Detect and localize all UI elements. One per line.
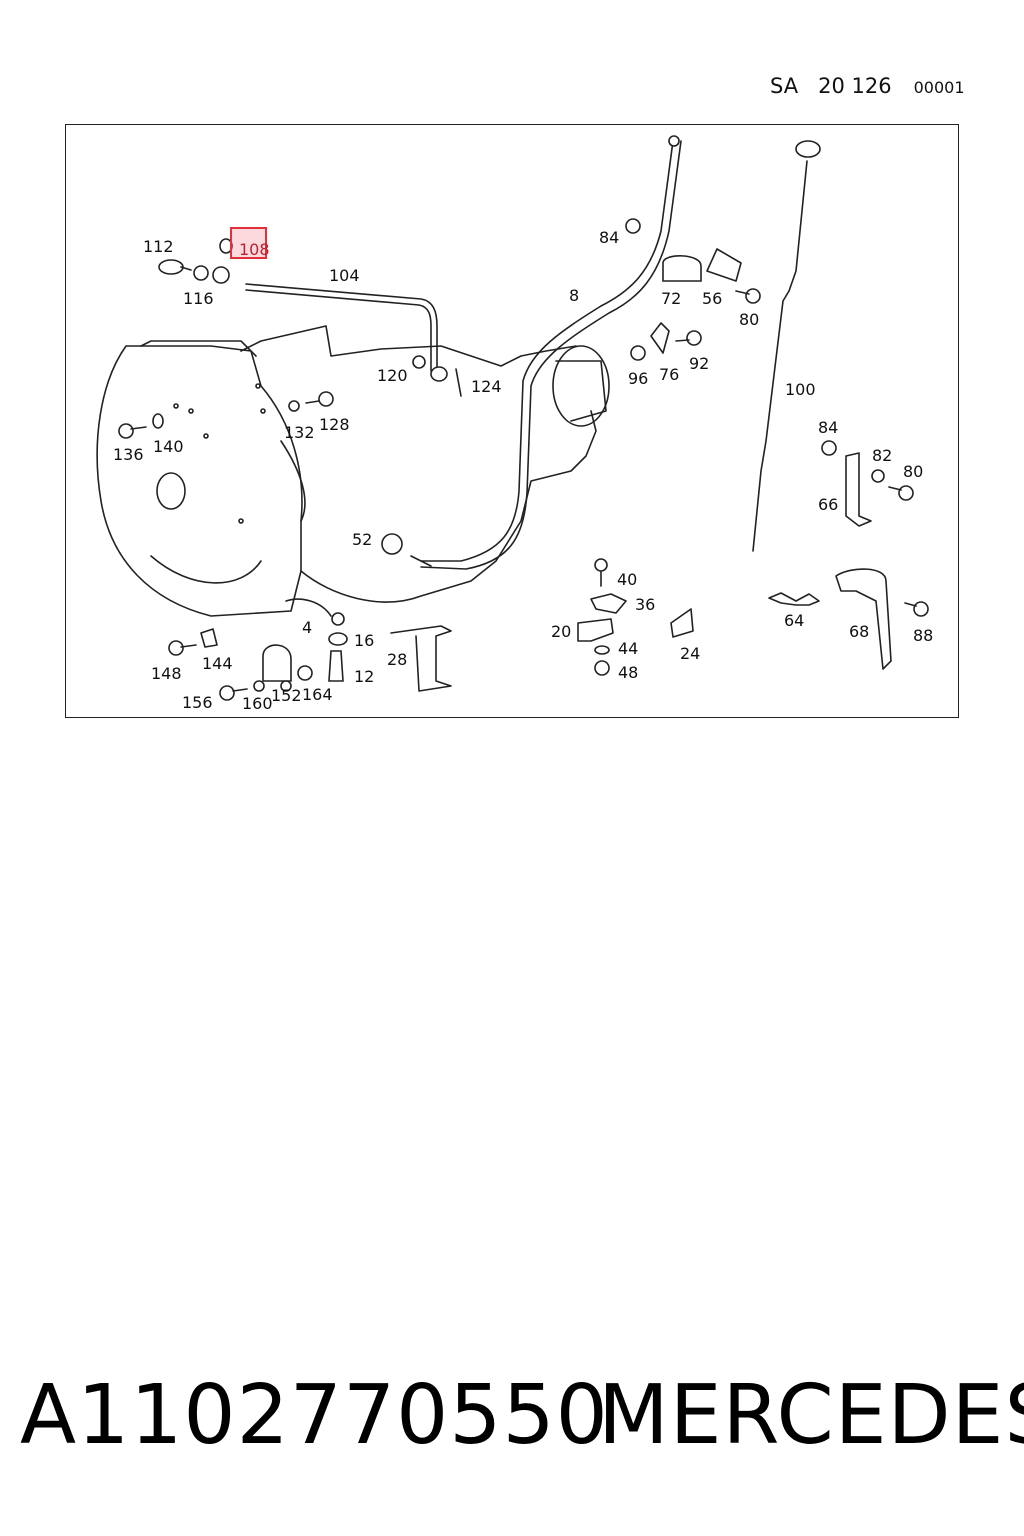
diagram-reference-code: SA 20 126 00001 [770, 74, 965, 98]
sheet-number: 00001 [913, 78, 965, 97]
callout-12[interactable]: 12 [354, 667, 374, 686]
callout-120[interactable]: 120 [377, 366, 408, 385]
callout-4[interactable]: 4 [302, 618, 312, 637]
callout-148[interactable]: 148 [151, 664, 182, 683]
callout-152[interactable]: 152 [271, 686, 302, 705]
callout-80-right[interactable]: 80 [903, 462, 923, 481]
callout-84-right[interactable]: 84 [818, 418, 838, 437]
callout-144[interactable]: 144 [202, 654, 233, 673]
callout-132[interactable]: 132 [284, 423, 315, 442]
callout-140[interactable]: 140 [153, 437, 184, 456]
callout-82[interactable]: 82 [872, 446, 892, 465]
callout-128[interactable]: 128 [319, 415, 350, 434]
small-parts [118, 218, 929, 701]
part-number: A1102770550 [20, 1368, 609, 1463]
callout-24[interactable]: 24 [680, 644, 700, 663]
callout-88[interactable]: 88 [913, 626, 933, 645]
parts-diagram-frame: 112 108 116 104 8 84 72 56 80 96 76 92 1… [65, 124, 959, 718]
callout-52[interactable]: 52 [352, 530, 372, 549]
callout-112[interactable]: 112 [143, 237, 174, 256]
callout-64[interactable]: 64 [784, 611, 804, 630]
callout-164[interactable]: 164 [302, 685, 333, 704]
callout-56[interactable]: 56 [702, 289, 722, 308]
callout-136[interactable]: 136 [113, 445, 144, 464]
callout-156[interactable]: 156 [182, 693, 213, 712]
callout-16[interactable]: 16 [354, 631, 374, 650]
callout-8[interactable]: 8 [569, 286, 579, 305]
group-code: SA 20 126 [770, 74, 892, 98]
callout-92[interactable]: 92 [689, 354, 709, 373]
transmission-housing [96, 325, 610, 617]
callout-20[interactable]: 20 [551, 622, 571, 641]
callout-72[interactable]: 72 [661, 289, 681, 308]
callout-116[interactable]: 116 [183, 289, 214, 308]
callout-68[interactable]: 68 [849, 622, 869, 641]
callout-96[interactable]: 96 [628, 369, 648, 388]
callout-40[interactable]: 40 [617, 570, 637, 589]
highlight-box-108 [230, 227, 267, 259]
callout-28[interactable]: 28 [387, 650, 407, 669]
exploded-parts-diagram: 112 108 116 104 8 84 72 56 80 96 76 92 1… [96, 135, 933, 713]
callout-36[interactable]: 36 [635, 595, 655, 614]
oil-pipe [245, 283, 438, 372]
callout-48[interactable]: 48 [618, 663, 638, 682]
callout-84-top[interactable]: 84 [599, 228, 619, 247]
callout-100[interactable]: 100 [785, 380, 816, 399]
callout-44[interactable]: 44 [618, 639, 638, 658]
callout-160[interactable]: 160 [242, 694, 273, 713]
dipstick-tube [420, 140, 674, 562]
callout-104[interactable]: 104 [329, 266, 360, 285]
brand-name: MERCEDES [598, 1368, 1024, 1463]
callout-108[interactable]: 108 [239, 240, 270, 259]
callout-76[interactable]: 76 [659, 365, 679, 384]
callout-66[interactable]: 66 [818, 495, 838, 514]
dipstick [752, 160, 808, 552]
callout-124[interactable]: 124 [471, 377, 502, 396]
callout-80-top[interactable]: 80 [739, 310, 759, 329]
